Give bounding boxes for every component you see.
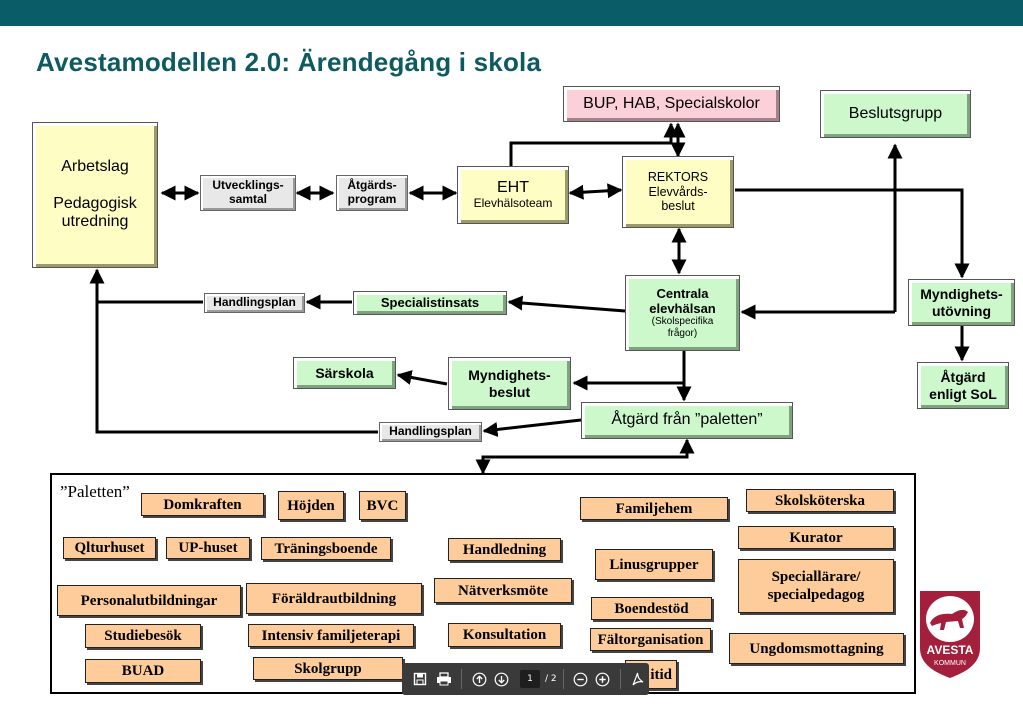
eht-box: EHT Elevhälsoteam: [457, 166, 569, 224]
page-total-label: / 2: [545, 674, 557, 684]
sarskola-box: Särskola: [293, 357, 396, 389]
palette-item-traningsboende: Träningsboende: [261, 537, 391, 560]
rektors-line2: Elevvårds-: [648, 184, 708, 199]
palette-item-kurator: Kurator: [738, 526, 894, 549]
toolbar-separator: [461, 669, 462, 689]
bup-label: BUP, HAB, Specialskolor: [583, 94, 760, 112]
centrala-line2: elevhälsan: [649, 300, 716, 316]
palette-item-konsultation: Konsultation: [448, 623, 561, 647]
myndighetsbeslut-box: Myndighets- beslut: [448, 357, 571, 410]
atgard-paletten-box: Åtgärd från ”paletten”: [581, 402, 793, 439]
palette-item-natverksmote: Nätverksmöte: [434, 578, 572, 603]
centrala-line1: Centrala: [656, 285, 709, 301]
handlingsplan1-label: Handlingsplan: [213, 295, 296, 310]
save-icon[interactable]: [409, 668, 431, 690]
page-down-icon[interactable]: [490, 668, 512, 690]
utredning-label: utredning: [61, 213, 129, 231]
pdf-viewer-toolbar: 1 / 2: [402, 663, 649, 695]
toolbar-separator-2: [562, 669, 564, 689]
palette-item-handledning: Handledning: [448, 538, 561, 561]
palette-item-intensiv: Intensiv familjeterapi: [248, 624, 414, 647]
toolbar-separator-3: [619, 669, 621, 689]
myndighetsutovning-box: Myndighets- utövning: [908, 279, 1015, 326]
page-title: Avestamodellen 2.0: Ärendegång i skola: [36, 47, 542, 77]
utvecklingssamtal-line2: samtal: [228, 192, 268, 206]
rektors-line1: REKTORS: [647, 170, 709, 185]
zoom-out-icon[interactable]: [570, 668, 592, 690]
atgard-sol-line2: enligt SoL: [929, 385, 997, 402]
utvecklingssamtal-line1: Utvecklings-: [212, 178, 284, 193]
palette-item-qlturhuset: Qlturhuset: [63, 537, 156, 559]
arrow-rektors-myndighet: [735, 188, 970, 279]
sarskola-label: Särskola: [315, 364, 374, 381]
arrow-myndighetsbeslut-sarskola: [396, 370, 448, 386]
eht-subtitle: Elevhälsoteam: [473, 196, 553, 211]
specialistinsats-box: Specialistinsats: [353, 291, 507, 315]
print-icon[interactable]: [433, 668, 455, 690]
logo-text-avesta: AVESTA: [927, 643, 974, 657]
beslutsgrupp-label: Beslutsgrupp: [848, 104, 943, 122]
arrow-centrala-myndighetsbeslut: [572, 351, 686, 391]
rektors-line3: beslut: [661, 199, 695, 214]
myndighetsutovning-line1: Myndighets-: [920, 286, 1003, 303]
arrow-paletten-handlingsplan: [482, 418, 582, 437]
palette-item-bvc: BVC: [359, 491, 406, 520]
palette-item-buad: BUAD: [85, 659, 201, 683]
utvecklingssamtal-box: Utvecklings- samtal: [200, 175, 296, 211]
arrow-handlingsplan2-arbetslag: [89, 268, 378, 434]
atgardsprogram-line2: program: [347, 192, 397, 206]
rektors-box: REKTORS Elevvårds- beslut: [622, 156, 734, 228]
palette-item-skolskoterska: Skolsköterska: [746, 489, 894, 512]
zoom-in-icon[interactable]: [592, 668, 614, 690]
palette-item-faltorganisation: Fältorganisation: [590, 628, 711, 651]
beslutsgrupp-box: Beslutsgrupp: [820, 90, 971, 138]
centrala-line4: frågor): [667, 327, 698, 339]
arbetslag-label: Arbetslag: [61, 158, 129, 176]
palette-item-boendestod: Boendestöd: [591, 597, 712, 620]
avesta-kommun-logo: AVESTA KOMMUN: [918, 588, 982, 682]
arrow-paletten-frame: [475, 438, 695, 475]
atgard-sol-line1: Åtgärd: [940, 369, 986, 386]
logo-text-kommun: KOMMUN: [934, 660, 966, 667]
palette-item-foraldrautbildning: Föräldrautbildning: [246, 583, 422, 614]
palette-item-linusgrupper: Linusgrupper: [595, 549, 713, 580]
myndighetsbeslut-line1: Myndighets-: [468, 367, 551, 384]
paletten-label: ”Paletten”: [60, 482, 130, 501]
palette-item-domkraften: Domkraften: [141, 493, 264, 516]
atgard-sol-box: Åtgärd enligt SoL: [917, 362, 1009, 409]
page-number-input[interactable]: 1: [520, 670, 540, 688]
eht-title: EHT: [497, 178, 529, 196]
specialistinsats-label: Specialistinsats: [380, 294, 480, 310]
palette-item-hojden: Höjden: [278, 491, 344, 520]
page-up-icon[interactable]: [468, 668, 490, 690]
top-banner: [0, 0, 1023, 26]
arrow-eht-rektors: [568, 183, 623, 200]
acrobat-icon[interactable]: [627, 668, 649, 690]
speciallarare-line1: Speciallärare/: [771, 569, 861, 585]
palette-item-familjehem: Familjehem: [580, 497, 728, 520]
arrow-centrala-specialist: [507, 295, 626, 313]
arbetslag-box: Arbetslag Pedagogisk utredning: [32, 122, 158, 268]
atgardsprogram-line1: Åtgärds-: [347, 178, 397, 193]
myndighetsutovning-line2: utövning: [931, 302, 992, 319]
atgardsprogram-box: Åtgärds- program: [336, 175, 408, 211]
atgard-paletten-label: Åtgärd från ”paletten”: [611, 411, 763, 429]
palette-item-ungdomsmottagning: Ungdomsmottagning: [729, 633, 904, 664]
palette-item-up-huset: UP-huset: [166, 537, 250, 559]
handlingsplan1-box: Handlingsplan: [204, 293, 305, 313]
centrala-line3: (Skolspecifika: [651, 316, 714, 328]
handlingsplan2-label: Handlingsplan: [389, 424, 472, 439]
speciallarare-line2: specialpedagog: [767, 587, 865, 603]
bup-box: BUP, HAB, Specialskolor: [563, 86, 780, 122]
palette-item-speciallarare: Speciallärare/ specialpedagog: [738, 559, 894, 613]
pedagogisk-label: Pedagogisk: [53, 194, 137, 212]
centrala-box: Centrala elevhälsan (Skolspecifika frågo…: [625, 275, 740, 351]
myndighetsbeslut-line2: beslut: [488, 383, 531, 400]
logo-graphic: AVESTA KOMMUN: [920, 591, 980, 678]
palette-item-skolgrupp: Skolgrupp: [253, 657, 403, 680]
palette-item-personalutbildningar: Personalutbildningar: [57, 585, 241, 616]
palette-item-studiebesok: Studiebesök: [85, 624, 201, 648]
handlingsplan2-box: Handlingsplan: [379, 422, 482, 442]
